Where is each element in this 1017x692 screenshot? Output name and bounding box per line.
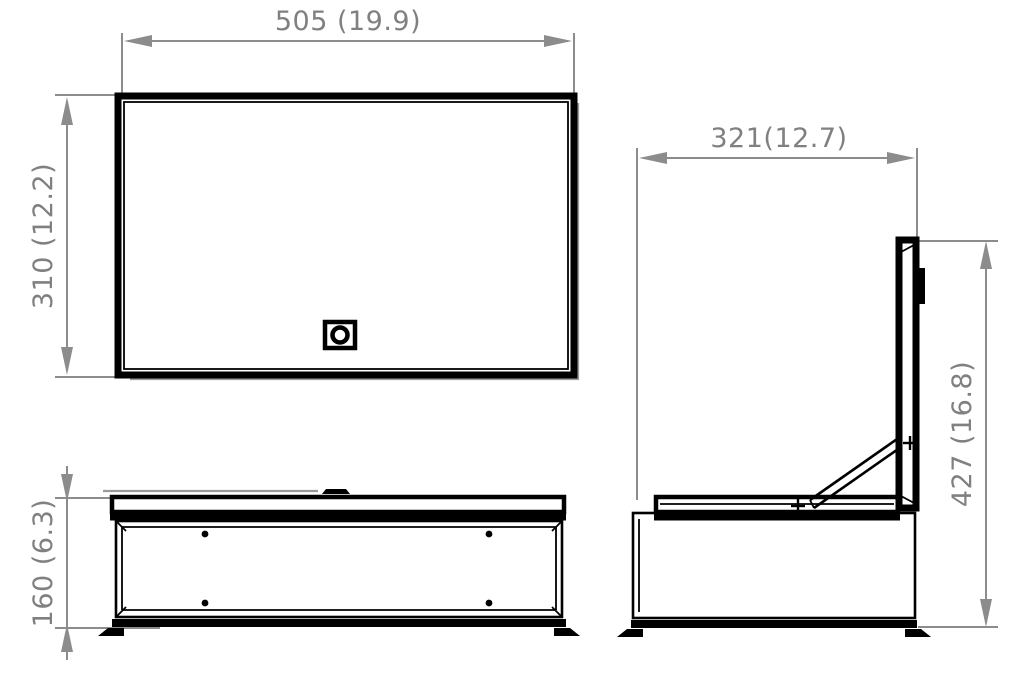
side-foot-left xyxy=(617,629,643,637)
chamfer-bottom-left xyxy=(115,606,127,618)
lid-bump xyxy=(322,489,350,494)
base-lid-plate xyxy=(109,494,567,515)
panel-profile-chamfer-top xyxy=(900,244,915,253)
chamfer-bottom-right xyxy=(551,606,563,618)
strut-upper-edge xyxy=(809,435,901,502)
screw-top-left xyxy=(201,530,209,538)
arrowhead-bottom-icon xyxy=(61,347,73,375)
screw-bottom-left xyxy=(201,599,209,607)
side-body-bottom-rail xyxy=(631,620,917,628)
side-view xyxy=(617,236,931,637)
chamfer-top-left xyxy=(115,520,127,532)
arrowhead-bottom-icon xyxy=(980,599,992,627)
arrowhead-left-icon xyxy=(124,35,152,47)
side-panel-profile xyxy=(895,236,925,512)
panel-screen-area xyxy=(123,101,569,370)
dimension-label-front-height: 310 (12.2) xyxy=(28,163,59,309)
arrowhead-top-icon xyxy=(980,241,992,269)
screw-bottom-right xyxy=(485,599,493,607)
panel-bezel xyxy=(114,92,578,379)
camera-lens-icon xyxy=(322,319,358,351)
arrowhead-bottom-icon xyxy=(61,624,73,652)
dimension-side-depth: 321(12.7) xyxy=(636,123,918,500)
arrowhead-left-icon xyxy=(639,152,667,164)
arrowhead-right-icon xyxy=(544,35,572,47)
side-base-body xyxy=(631,511,917,628)
arrowhead-top-icon xyxy=(61,97,73,125)
panel-shadow xyxy=(130,103,580,381)
dimension-label-base-height: 160 (6.3) xyxy=(28,499,59,628)
dimension-base-height: 160 (6.3) xyxy=(28,466,178,660)
camera-housing xyxy=(322,319,358,351)
arrowhead-right-icon xyxy=(887,152,915,164)
dimension-side-height: 427 (16.8) xyxy=(908,240,998,628)
panel-profile-body xyxy=(895,236,920,512)
foot-right xyxy=(554,628,580,636)
foot-left xyxy=(98,628,124,636)
panel-profile-chamfer-bottom xyxy=(900,495,915,504)
side-body-box xyxy=(631,511,917,620)
dimension-label-side-depth: 321(12.7) xyxy=(710,123,847,154)
panel-rear-connector xyxy=(916,268,925,304)
dimension-label-side-height: 427 (16.8) xyxy=(947,361,978,507)
camera-lens-circle xyxy=(330,325,350,345)
dimension-label-front-width: 505 (19.9) xyxy=(275,6,421,37)
base-bottom-rail xyxy=(112,619,566,627)
base-body-box xyxy=(114,519,564,619)
dimension-front-width: 505 (19.9) xyxy=(121,6,575,93)
arrowhead-top-icon xyxy=(61,474,73,502)
front-view-base xyxy=(98,489,580,636)
front-view-panel xyxy=(114,92,580,381)
chamfer-top-right xyxy=(551,520,563,532)
dimension-front-height: 310 (12.2) xyxy=(28,94,115,378)
side-foot-right xyxy=(905,629,931,637)
screw-top-right xyxy=(485,530,493,538)
hinge-pivot-upper xyxy=(903,436,917,450)
